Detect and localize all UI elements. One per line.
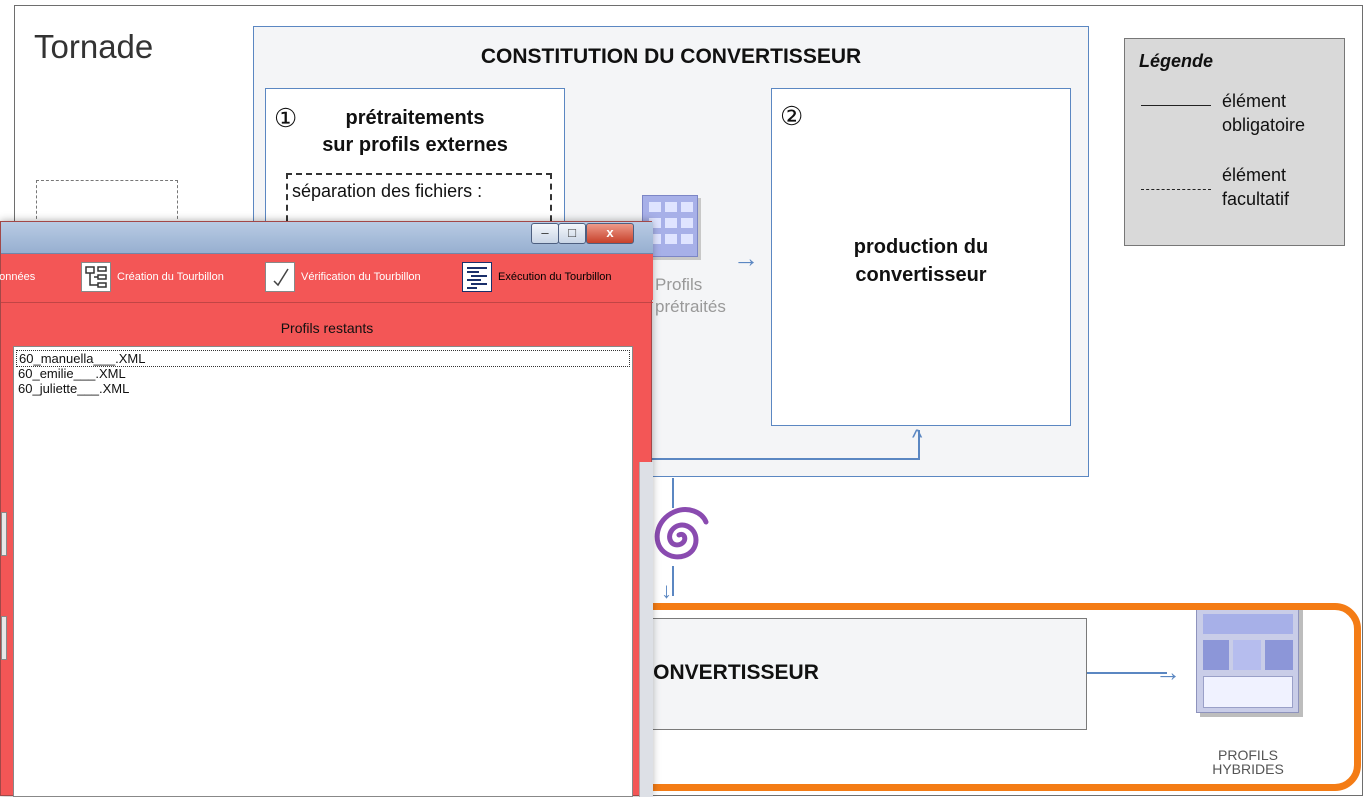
production-text-line1: production du: [853, 236, 989, 258]
hybrid-profiles-label: PROFILS HYBRIDES: [1204, 748, 1292, 776]
checkmark-icon: [265, 262, 295, 292]
toolbar-execution-label: Exécution du Tourbillon: [498, 271, 612, 283]
side-tab[interactable]: [1, 616, 7, 660]
tornade-diagram-icon: [36, 180, 178, 224]
toolbar-creation-label: Création du Tourbillon: [117, 271, 224, 283]
profils-label: Profils prétraités: [655, 274, 726, 318]
legend-dashed-line2: facultatif: [1222, 189, 1290, 209]
connector-line: [918, 430, 920, 459]
step-2-number: ②: [780, 101, 804, 131]
creation-tree-icon: [81, 262, 111, 292]
legend-solid-line2: obligatoire: [1222, 115, 1306, 135]
hybrid-profiles-icon: [1196, 605, 1299, 713]
list-header: Profils restants: [280, 320, 374, 336]
pretreatment-box: ① prétraitements sur profils externes sé…: [265, 88, 565, 253]
toolbar-verification-label: Vérification du Tourbillon: [301, 271, 421, 283]
list-item[interactable]: 60_manuella___.XML: [16, 350, 630, 367]
toolbar-creation-button[interactable]: Création du Tourbillon: [81, 262, 224, 292]
swirl-icon: [654, 507, 709, 560]
legend-dashed-text: élément facultatif: [1222, 163, 1289, 211]
toolbar: données Création du Tourbillon Vérificat…: [0, 254, 653, 300]
connector-line: [1087, 672, 1167, 674]
vertical-scrollbar[interactable]: [639, 462, 653, 797]
toolbar-divider: [1, 302, 653, 303]
legend-solid-text: élément obligatoire: [1222, 89, 1305, 137]
legend-box: Légende élément obligatoire élément facu…: [1124, 38, 1345, 246]
connector-line: [652, 458, 920, 460]
dashed-line-sample: [1141, 189, 1211, 190]
tornade-app-window: – □ x données Création du Tourbillon Vér…: [0, 221, 653, 797]
orange-highlight-frame: [605, 603, 1361, 791]
list-item[interactable]: 60_emilie___.XML: [18, 366, 126, 381]
connector-line: [672, 478, 674, 508]
toolbar-execution-button[interactable]: Exécution du Tourbillon: [462, 262, 612, 292]
minimize-button[interactable]: –: [531, 223, 559, 244]
remaining-profiles-listbox[interactable]: 60_manuella___.XML 60_emilie___.XML 60_j…: [13, 346, 633, 797]
production-box: ② production du convertisseur: [771, 88, 1071, 426]
legend-solid-line1: élément: [1222, 91, 1287, 111]
execution-list-icon: [462, 262, 492, 292]
arrow-right-icon: →: [733, 243, 759, 273]
production-text-line2: convertisseur: [855, 264, 987, 286]
toolbar-data-label: données: [0, 271, 36, 283]
legend-title: Légende: [1139, 51, 1214, 71]
legend-dashed-line1: élément: [1222, 165, 1287, 185]
profils-label-line2: prétraités: [655, 297, 726, 316]
pretreatment-title: prétraitements sur profils externes: [266, 105, 564, 159]
hybrid-label-line1: PROFILS: [1218, 747, 1278, 763]
list-item[interactable]: 60_juliette___.XML: [18, 381, 130, 396]
hybrid-label-line2: HYBRIDES: [1212, 761, 1284, 777]
production-text: production du convertisseur: [772, 233, 1070, 289]
arrow-down-icon: ↓: [661, 578, 672, 603]
constitution-title: CONSTITUTION DU CONVERTISSEUR: [480, 45, 862, 68]
arrow-right-icon: →: [1155, 657, 1181, 687]
converter-text: CONVERTISSEUR: [638, 661, 819, 684]
slide-title: Tornade: [34, 28, 154, 65]
window-titlebar[interactable]: – □ x: [1, 222, 653, 254]
toolbar-data-button[interactable]: données: [0, 262, 35, 292]
pretreatment-title-line2: sur profils externes: [322, 134, 508, 156]
profils-label-line1: Profils: [655, 275, 703, 294]
step-1-number: ①: [274, 103, 298, 133]
close-button[interactable]: x: [586, 223, 634, 244]
arrow-up-icon: ^: [912, 425, 923, 450]
separation-label: séparation des fichiers :: [292, 181, 483, 201]
solid-line-sample: [1141, 105, 1211, 106]
toolbar-verification-button[interactable]: Vérification du Tourbillon: [265, 262, 421, 292]
side-tab[interactable]: [1, 512, 7, 556]
maximize-button[interactable]: □: [558, 223, 586, 244]
connector-line: [672, 566, 674, 596]
pretreatment-title-line1: prétraitements: [345, 107, 485, 129]
